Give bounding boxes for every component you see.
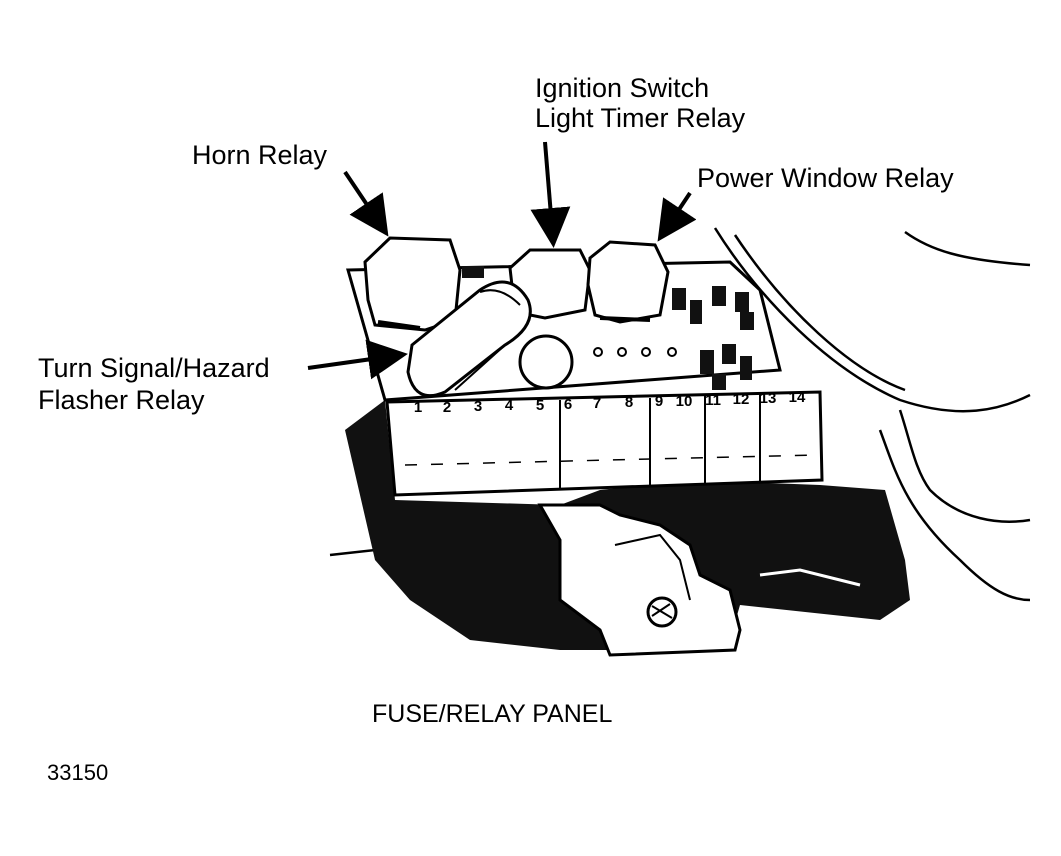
horn-relay-arrow <box>343 170 389 237</box>
fuse-number-9: 9 <box>655 393 663 410</box>
turn-signal-flasher-relay <box>406 280 574 398</box>
power-window-relay-label: Power Window Relay <box>697 163 954 193</box>
pointer-arrows <box>307 141 697 380</box>
fuse-number-3: 3 <box>474 398 482 415</box>
fuse-number-2: 2 <box>443 399 451 416</box>
power-window-relay <box>586 240 670 324</box>
fuse-number-12: 12 <box>733 391 750 408</box>
power-window-relay-arrow <box>657 191 697 242</box>
fuse-number-11: 11 <box>705 392 721 409</box>
fuse-number-7: 7 <box>593 395 601 412</box>
ignition-switch-label: Ignition Switch <box>535 73 710 103</box>
fuse-block <box>385 390 824 497</box>
fuse-number-13: 13 <box>760 390 777 407</box>
fuse-number-1: 1 <box>414 399 422 416</box>
turn-signal-label: Turn Signal/Hazard <box>38 353 270 383</box>
ignition-relay-arrow <box>530 141 571 248</box>
fuse-number-8: 8 <box>625 394 633 411</box>
fuse-number-5: 5 <box>536 397 544 414</box>
figure-id: 33150 <box>47 760 109 785</box>
fuse-number-6: 6 <box>564 396 572 413</box>
turn-signal-relay-arrow <box>307 339 408 380</box>
fuse-number-10: 10 <box>676 393 693 410</box>
fuse-number-14: 14 <box>789 389 806 406</box>
panel-caption: FUSE/RELAY PANEL <box>372 700 613 728</box>
relay-terminals <box>593 286 754 390</box>
flasher-relay-label: Flasher Relay <box>38 385 205 415</box>
light-timer-relay-label: Light Timer Relay <box>535 103 746 133</box>
fuse-number-4: 4 <box>505 397 514 414</box>
horn-relay-label: Horn Relay <box>192 140 328 170</box>
mounting-bracket <box>345 400 910 657</box>
